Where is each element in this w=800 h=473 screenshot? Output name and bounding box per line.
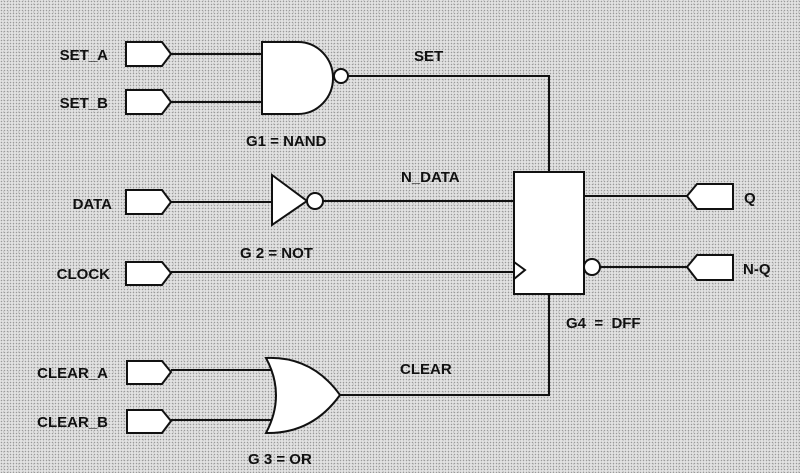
signal-label-set: SET	[414, 48, 443, 65]
or-gate-g3: G 3 = OR	[248, 356, 342, 468]
inversion-bubble	[333, 68, 349, 84]
label-q: Q	[744, 190, 756, 207]
label-clear-b: CLEAR_B	[37, 414, 108, 431]
inversion-bubble	[306, 192, 324, 210]
nand-gate-g1: G1 = NAND	[246, 41, 349, 150]
label-g1: G1 = NAND	[246, 133, 327, 150]
input-port-data: DATA	[73, 189, 173, 215]
label-data: DATA	[73, 196, 113, 213]
label-g2: G 2 = NOT	[240, 245, 313, 262]
input-port-set-b: SET_B	[60, 89, 173, 115]
input-port-set-a: SET_A	[60, 41, 173, 67]
label-g3: G 3 = OR	[248, 451, 312, 468]
inversion-bubble	[583, 258, 601, 276]
signal-label-n-data: N_DATA	[401, 169, 460, 186]
label-set-a: SET_A	[60, 47, 109, 64]
input-port-clear-a: CLEAR_A	[37, 360, 173, 385]
output-port-q: Q	[685, 183, 756, 210]
wires	[171, 53, 687, 421]
label-clear-a: CLEAR_A	[37, 365, 108, 382]
label-set-b: SET_B	[60, 95, 109, 112]
input-port-clock: CLOCK	[57, 261, 173, 286]
not-gate-g2: G 2 = NOT	[240, 173, 324, 262]
input-port-clear-b: CLEAR_B	[37, 409, 173, 434]
label-clock: CLOCK	[57, 266, 110, 283]
clock-input-triangle	[513, 261, 527, 280]
signal-label-clear: CLEAR	[400, 361, 452, 378]
label-nq: N-Q	[743, 261, 771, 278]
label-g4: G4 = DFF	[566, 315, 641, 332]
dff-g4: G4 = DFF	[513, 171, 641, 332]
output-port-nq: N-Q	[685, 254, 771, 281]
